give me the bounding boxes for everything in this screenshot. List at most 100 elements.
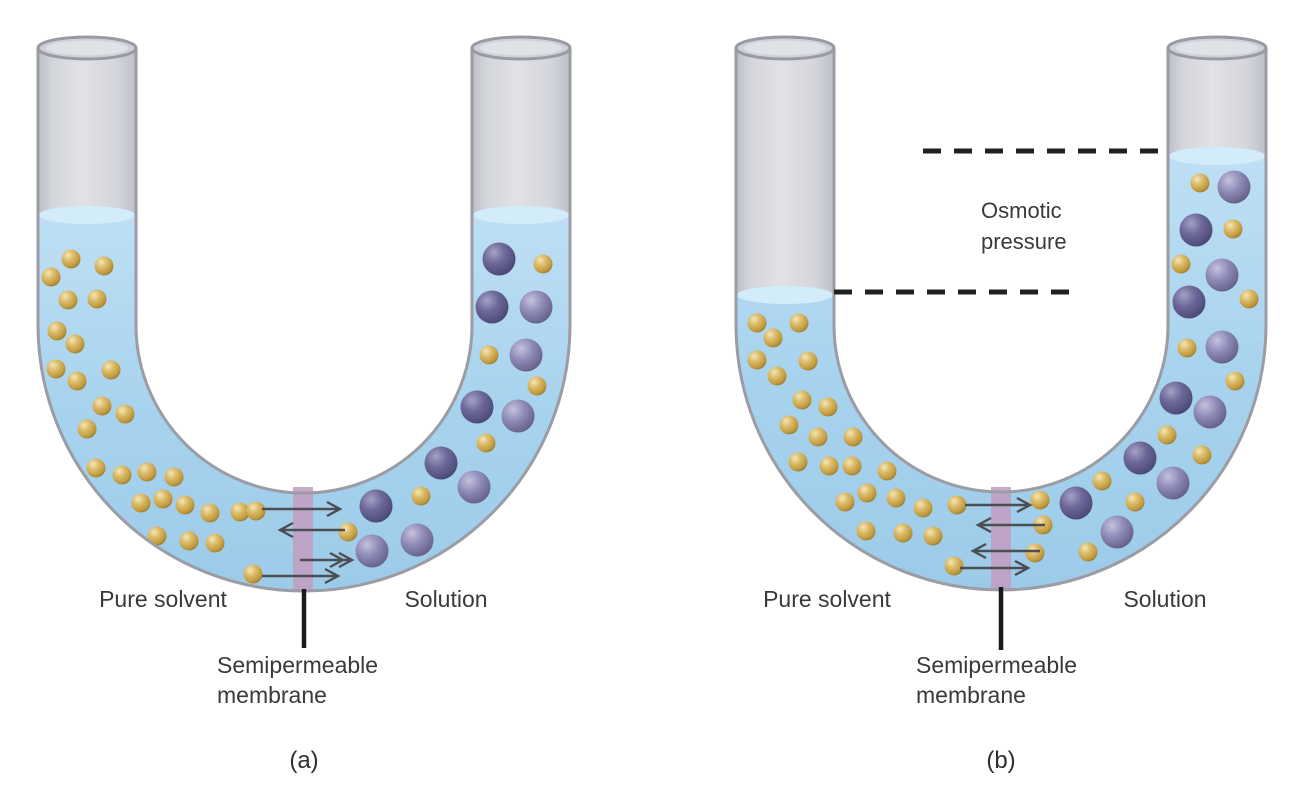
solvent-particle bbox=[243, 564, 263, 584]
solute-particle bbox=[1193, 395, 1227, 429]
solvent-particle bbox=[923, 526, 943, 546]
solvent-particle bbox=[476, 433, 496, 453]
solvent-particle bbox=[842, 456, 862, 476]
solvent-particle bbox=[747, 313, 767, 333]
membrane-label-line1: Semipermeable bbox=[217, 652, 378, 678]
solute-particle bbox=[1100, 515, 1134, 549]
solvent-particle bbox=[200, 503, 220, 523]
solvent-particle bbox=[1239, 289, 1259, 309]
solvent-particle bbox=[137, 462, 157, 482]
solvent-particle bbox=[893, 523, 913, 543]
solute-particle bbox=[424, 446, 458, 480]
membrane-label-line1: Semipermeable bbox=[916, 652, 1077, 678]
solvent-particle bbox=[843, 427, 863, 447]
membrane-flow-arrow bbox=[970, 542, 1040, 560]
solvent-particle bbox=[58, 290, 78, 310]
solvent-particle bbox=[788, 452, 808, 472]
solvent-particle bbox=[411, 486, 431, 506]
solute-particle bbox=[1179, 213, 1213, 247]
solvent-particle bbox=[92, 396, 112, 416]
solvent-particle bbox=[164, 467, 184, 487]
solute-particle bbox=[475, 290, 509, 324]
solvent-particle bbox=[94, 256, 114, 276]
solute-particle bbox=[400, 523, 434, 557]
solvent-particle bbox=[1030, 490, 1050, 510]
panel-caption: (a) bbox=[289, 747, 318, 774]
solute-particle bbox=[1217, 170, 1251, 204]
solvent-particle bbox=[1025, 543, 1045, 563]
solvent-particle bbox=[67, 371, 87, 391]
solvent-particle bbox=[1190, 173, 1210, 193]
solvent-particle bbox=[1171, 254, 1191, 274]
panel-caption: (b) bbox=[986, 747, 1015, 774]
membrane-flow-arrow bbox=[960, 559, 1031, 577]
solvent-particle bbox=[1192, 445, 1212, 465]
solvent-particle bbox=[527, 376, 547, 396]
particles-layer-b bbox=[747, 170, 1259, 576]
solvent-particle bbox=[877, 461, 897, 481]
solvent-particle bbox=[792, 390, 812, 410]
solute-particle bbox=[460, 390, 494, 424]
liquid-surface-left bbox=[39, 206, 135, 224]
membrane-flow-arrow bbox=[277, 521, 345, 539]
membrane-flow-arrow bbox=[262, 500, 343, 518]
solute-particle bbox=[1205, 258, 1239, 292]
liquid-surface-right bbox=[473, 206, 569, 224]
solvent-particle bbox=[886, 488, 906, 508]
solvent-particle bbox=[913, 498, 933, 518]
membrane-label-line2: membrane bbox=[916, 682, 1026, 708]
solvent-particle bbox=[1177, 338, 1197, 358]
glass-column-right bbox=[473, 50, 569, 215]
membrane-flow-arrow bbox=[975, 516, 1045, 534]
solvent-particle bbox=[1092, 471, 1112, 491]
solvent-particle bbox=[147, 526, 167, 546]
liquid-surface-left bbox=[737, 286, 833, 304]
solute-particle bbox=[1205, 330, 1239, 364]
solvent-particle bbox=[153, 489, 173, 509]
solvent-particle bbox=[41, 267, 61, 287]
membrane-flow-arrow bbox=[965, 496, 1033, 514]
tube-rim-right bbox=[470, 35, 572, 61]
solvent-particle bbox=[112, 465, 132, 485]
solute-particle bbox=[457, 470, 491, 504]
solvent-particle bbox=[47, 321, 67, 341]
tube-rim-left bbox=[36, 35, 138, 61]
solute-particle bbox=[1156, 466, 1190, 500]
solvent-particle bbox=[856, 521, 876, 541]
solvent-particle bbox=[101, 360, 121, 380]
solute-particle bbox=[359, 489, 393, 523]
solvent-particle bbox=[835, 492, 855, 512]
solvent-particle bbox=[767, 366, 787, 386]
solvent-particle bbox=[789, 313, 809, 333]
solvent-particle bbox=[131, 493, 151, 513]
solute-particle bbox=[501, 399, 535, 433]
solvent-particle bbox=[1078, 542, 1098, 562]
solute-particle bbox=[1172, 285, 1206, 319]
particles-layer-a bbox=[41, 242, 553, 584]
solvent-particle bbox=[763, 328, 783, 348]
solvent-particle bbox=[818, 397, 838, 417]
solvent-particle bbox=[1223, 219, 1243, 239]
solute-particle bbox=[482, 242, 516, 276]
solvent-particle bbox=[338, 522, 358, 542]
solution-label: Solution bbox=[1123, 586, 1206, 612]
panel-b: Osmotic pressure Pure solvent Solution S… bbox=[734, 35, 1268, 774]
solvent-particle bbox=[798, 351, 818, 371]
semipermeable-membrane bbox=[991, 487, 1011, 590]
solute-particle bbox=[1059, 486, 1093, 520]
glass-column-left bbox=[39, 50, 135, 215]
semipermeable-membrane bbox=[293, 487, 313, 590]
solution-label: Solution bbox=[404, 586, 487, 612]
arrows-layer-a bbox=[262, 500, 355, 585]
solvent-particle bbox=[1125, 492, 1145, 512]
pure-solvent-label: Pure solvent bbox=[99, 586, 227, 612]
liquid bbox=[736, 156, 1266, 590]
solute-particle bbox=[509, 338, 543, 372]
pure-solvent-label: Pure solvent bbox=[763, 586, 891, 612]
solvent-particle bbox=[61, 249, 81, 269]
panel-a: Pure solvent Solution Semipermeable memb… bbox=[36, 35, 572, 774]
solute-particle bbox=[519, 290, 553, 324]
membrane-label-line2: membrane bbox=[217, 682, 327, 708]
solvent-particle bbox=[87, 289, 107, 309]
